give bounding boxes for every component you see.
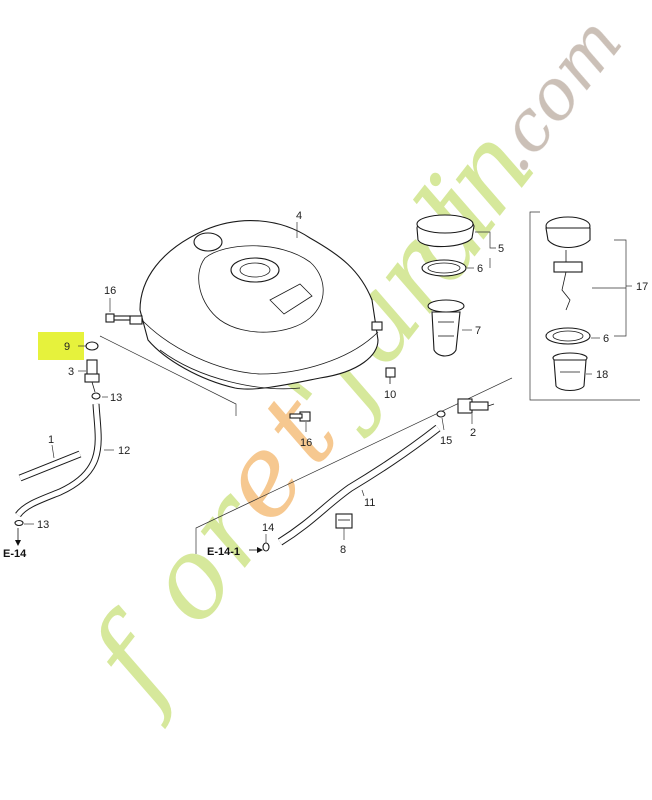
- hose-clip-part-lower[interactable]: [14, 519, 24, 527]
- nut-part[interactable]: [385, 367, 396, 384]
- fuel-joint-part[interactable]: [84, 359, 100, 393]
- callout-10: 10: [384, 389, 396, 401]
- highlight-box: [38, 332, 84, 360]
- callout-11: 11: [364, 497, 375, 509]
- bolt-part-lower[interactable]: [289, 411, 311, 422]
- gasket-part[interactable]: [421, 259, 467, 277]
- fuel-cap-assy-part[interactable]: [545, 216, 591, 311]
- callout-15: 15: [440, 435, 452, 447]
- fuel-cap-part[interactable]: [416, 214, 475, 248]
- callout-9: 9: [64, 341, 70, 353]
- callout-6a: 6: [477, 263, 483, 275]
- fuel-strainer-part[interactable]: [427, 299, 465, 357]
- callout-12: 12: [118, 445, 130, 457]
- reference-e14[interactable]: E-14: [3, 548, 27, 560]
- callout-13b: 13: [37, 519, 49, 531]
- fuel-tank-part[interactable]: [129, 220, 383, 390]
- o-ring-part[interactable]: [85, 341, 99, 351]
- clip-part[interactable]: [436, 410, 446, 418]
- callout-3: 3: [68, 366, 74, 378]
- callout-6b: 6: [603, 333, 609, 345]
- hose-clip-part[interactable]: [91, 392, 101, 400]
- reference-e14-1[interactable]: E-14-1: [207, 546, 240, 558]
- callout-14: 14: [262, 522, 274, 534]
- callout-8: 8: [340, 544, 346, 556]
- callout-2: 2: [470, 427, 476, 439]
- fuel-valve-part[interactable]: [457, 398, 495, 414]
- bolt-part-upper[interactable]: [105, 313, 131, 323]
- callout-17: 17: [636, 281, 648, 293]
- callout-5: 5: [498, 243, 504, 255]
- callout-16a: 16: [104, 285, 116, 297]
- callout-18: 18: [596, 369, 608, 381]
- gasket-part-right[interactable]: [545, 327, 591, 345]
- hose-joint-part[interactable]: [335, 513, 353, 529]
- strainer-part[interactable]: [552, 352, 588, 392]
- callout-7: 7: [475, 325, 481, 337]
- clip-part-small[interactable]: [262, 542, 270, 552]
- callout-13a: 13: [110, 392, 122, 404]
- callout-4: 4: [296, 210, 302, 222]
- callout-1: 1: [48, 434, 54, 446]
- callout-16b: 16: [300, 437, 312, 449]
